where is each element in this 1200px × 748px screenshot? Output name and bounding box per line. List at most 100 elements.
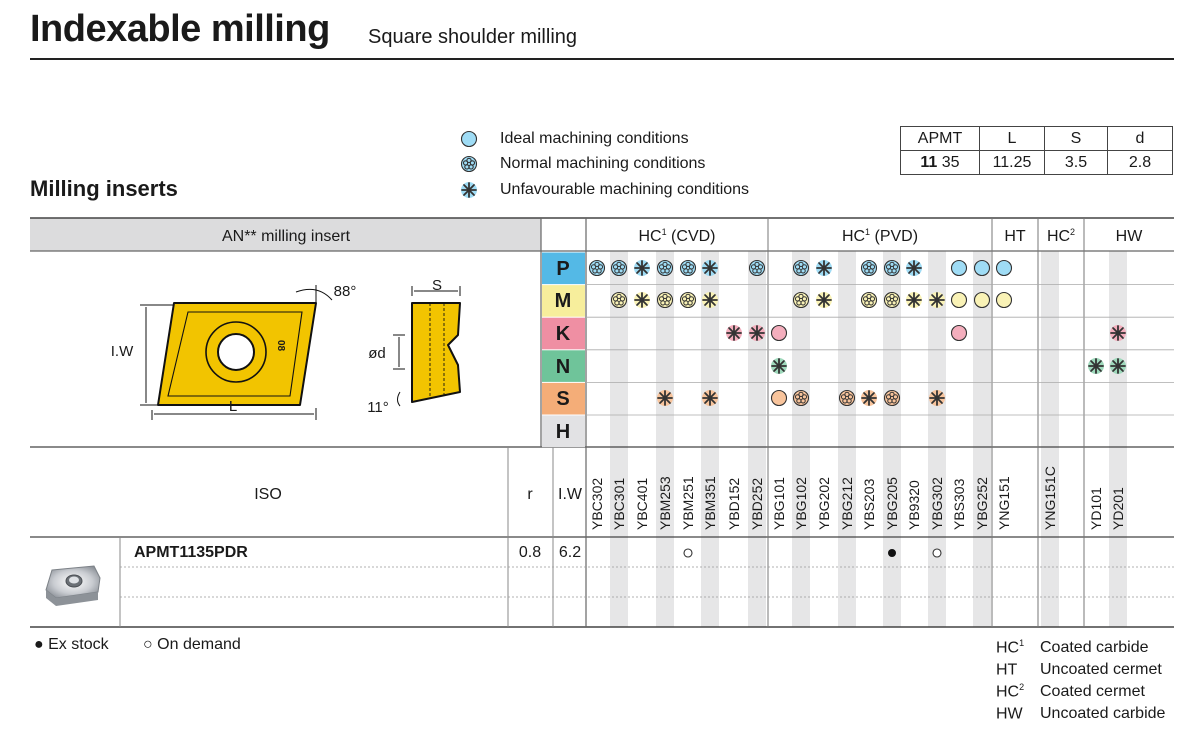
dims-header-l: L <box>979 126 1045 151</box>
suitability-symbols <box>588 259 1126 407</box>
insert-header: AN** milling insert <box>222 228 351 245</box>
grade-name: YB9320 <box>906 480 922 530</box>
insert-chipbreaker <box>167 311 303 397</box>
insert-marking: 08 <box>275 340 286 352</box>
normal-flower-icon <box>883 291 901 309</box>
grade-name: YBM253 <box>657 476 673 530</box>
normal-flower-icon <box>610 291 628 309</box>
page-subtitle: Square shoulder milling <box>368 26 578 48</box>
ex-stock-icon: ● <box>34 636 44 653</box>
material-cell <box>542 382 585 415</box>
grade-name: YD201 <box>1110 487 1126 530</box>
unfavourable-star-icon <box>929 292 945 308</box>
normal-flower-icon <box>860 259 878 277</box>
material-cell <box>542 317 585 350</box>
stock-legend-label: On demand <box>157 636 241 653</box>
grade-name: YBG212 <box>839 477 855 530</box>
normal-flower-icon <box>588 259 606 277</box>
grade-group-header: HT <box>1004 228 1026 245</box>
legend-label: Unfavourable machining conditions <box>500 181 750 198</box>
material-cell <box>542 252 585 285</box>
dims-header-d: d <box>1107 126 1173 151</box>
grade-group-header: HC1 (PVD) <box>842 227 918 245</box>
unfavourable-star-icon <box>702 390 718 406</box>
material-letter: H <box>556 421 570 443</box>
ideal-circle-icon <box>973 291 991 309</box>
unfavourable-star-icon <box>906 292 922 308</box>
grade-column-stripe <box>973 251 991 627</box>
grade-column-stripe <box>701 251 719 627</box>
normal-flower-icon <box>679 259 697 277</box>
on-demand-icon <box>683 548 693 558</box>
legend-normal: Normal machining conditions <box>460 152 705 176</box>
legend-unfavourable: Unfavourable machining conditions <box>460 178 749 202</box>
grade-name: YBC302 <box>589 478 605 530</box>
hole-label: ød <box>368 345 386 362</box>
dims-value-l: 11.25 <box>979 150 1045 175</box>
insert-hole <box>217 333 255 371</box>
unfavourable-star-icon <box>816 260 832 276</box>
grade-name: YBM251 <box>680 476 696 530</box>
ideal-circle-icon <box>460 130 478 148</box>
thickness-label: S <box>432 277 442 294</box>
title-divider <box>30 58 1174 60</box>
grade-legend-label: Coated cermet <box>1040 682 1145 700</box>
ideal-circle-icon <box>770 324 788 342</box>
r-header: r <box>527 486 533 503</box>
grade-column-stripe <box>928 251 946 627</box>
iw-header: I.W <box>558 486 583 503</box>
grade-name: YBG302 <box>929 477 945 530</box>
normal-flower-icon <box>792 389 810 407</box>
dimensions-table: APMT L S d 11 35 11.25 3.5 2.8 <box>900 126 1173 175</box>
grade-name: YBD152 <box>726 478 742 530</box>
grade-column-stripe <box>610 251 628 627</box>
grade-column-stripe <box>1041 251 1059 627</box>
material-letter: P <box>556 258 569 280</box>
unfavourable-star-icon <box>634 260 650 276</box>
unfavourable-star-icon <box>461 182 477 198</box>
insert-side-view <box>411 302 461 403</box>
grade-column-stripe <box>1109 251 1127 627</box>
normal-flower-icon <box>792 259 810 277</box>
grade-name: YNG151C <box>1042 466 1058 530</box>
unfavourable-star-icon <box>816 292 832 308</box>
on-demand-icon <box>932 548 942 558</box>
product-iso-code: APMT1135PDR <box>134 544 248 561</box>
clearance-label: 11° <box>367 399 389 416</box>
product-iw: 6.2 <box>559 544 581 561</box>
ideal-circle-icon <box>995 259 1013 277</box>
grade-name: YBC301 <box>611 478 627 530</box>
unfavourable-star-icon <box>929 390 945 406</box>
grade-name: YBG205 <box>884 477 900 530</box>
legend-label: Normal machining conditions <box>500 155 706 172</box>
unfavourable-star-icon <box>749 325 765 341</box>
on-demand-icon: ○ <box>143 636 153 653</box>
grade-column-stripe <box>792 251 810 627</box>
ideal-circle-icon <box>770 389 788 407</box>
dims-code: 35 <box>941 153 960 171</box>
normal-flower-icon <box>860 291 878 309</box>
material-letter: K <box>556 323 571 345</box>
grade-name: YBG252 <box>974 477 990 530</box>
material-letter: S <box>556 388 569 410</box>
unfavourable-star-icon <box>634 292 650 308</box>
unfavourable-star-icon <box>906 260 922 276</box>
grade-name: YBM351 <box>702 476 718 530</box>
grade-group-header: HW <box>1116 228 1144 245</box>
grade-name: YD101 <box>1088 487 1104 530</box>
ideal-circle-icon <box>950 291 968 309</box>
normal-flower-icon <box>883 389 901 407</box>
normal-flower-icon <box>610 259 628 277</box>
unfavourable-star-icon <box>702 260 718 276</box>
dims-value-d: 2.8 <box>1107 150 1173 175</box>
dims-size: 11 <box>920 153 938 171</box>
normal-flower-icon <box>656 291 674 309</box>
product-thumbnail <box>45 565 101 606</box>
grade-legend-code: HW <box>996 705 1023 723</box>
normal-flower-icon <box>460 155 478 173</box>
